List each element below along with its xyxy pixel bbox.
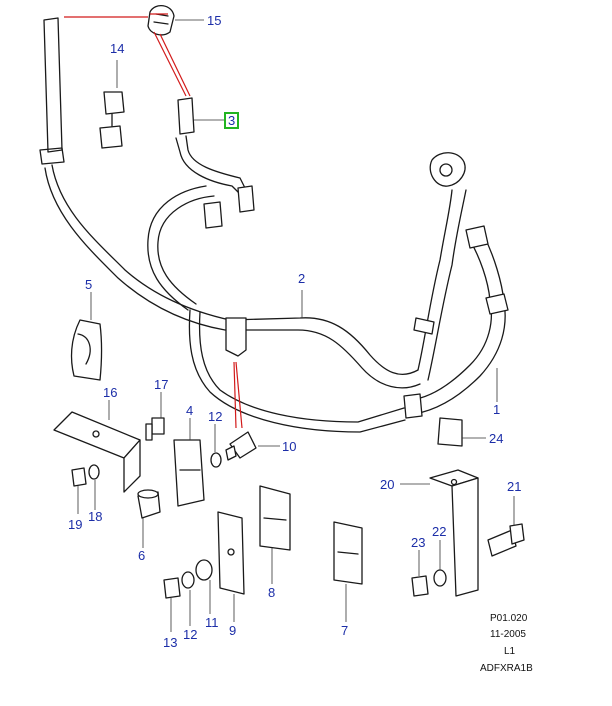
washer-11[interactable] [195,559,213,581]
clip-14[interactable] [99,91,125,149]
callout-3-highlighted[interactable]: 3 [224,112,240,129]
leader-red-to-3 [153,31,187,97]
callout-19[interactable]: 19 [68,517,83,532]
nut-19[interactable] [71,467,87,487]
info-code: ADFXRA1B [480,663,533,674]
callout-12-bottom[interactable]: 12 [183,627,198,642]
callout-4[interactable]: 4 [186,403,194,418]
hose-assembly-2[interactable] [39,17,467,389]
callout-9[interactable]: 9 [229,623,237,638]
bolt-21[interactable] [487,523,525,557]
callout-2[interactable]: 2 [298,271,306,286]
bolt-10[interactable] [225,431,257,461]
bush-6[interactable] [137,489,161,519]
callout-13[interactable]: 13 [163,635,178,650]
callout-21[interactable]: 21 [507,479,522,494]
callout-23[interactable]: 23 [411,535,426,550]
callout-7[interactable]: 7 [341,623,349,638]
callout-17[interactable]: 17 [154,377,169,392]
callout-16[interactable]: 16 [103,385,118,400]
callout-12-top[interactable]: 12 [208,409,223,424]
hose-assembly-1[interactable] [188,225,509,433]
bracket-5[interactable] [70,319,103,381]
callout-5[interactable]: 5 [85,277,93,292]
info-ref: P01.020 [490,613,528,624]
callout-14[interactable]: 14 [110,41,125,56]
callout-18[interactable]: 18 [88,509,103,524]
callout-24[interactable]: 24 [489,431,504,446]
callout-15[interactable]: 15 [207,13,222,28]
washer-22[interactable] [433,569,447,587]
nut-13[interactable] [163,577,181,599]
bracket-20[interactable] [429,469,479,597]
nut-23[interactable] [411,575,429,597]
clip-24[interactable] [437,417,463,447]
leader-red-to-10b [233,361,237,429]
pipe-3[interactable] [147,97,255,311]
callout-10[interactable]: 10 [282,439,297,454]
washer-12-top[interactable] [210,452,222,468]
callout-8[interactable]: 8 [268,585,276,600]
callout-20[interactable]: 20 [380,477,395,492]
leader-red-to-3b [159,33,191,97]
bracket-7[interactable] [333,521,363,585]
washer-12-bottom[interactable] [181,571,195,589]
washer-18[interactable] [88,464,100,480]
clip-15[interactable] [147,5,175,36]
callout-6[interactable]: 6 [138,548,146,563]
callout-22[interactable]: 22 [432,524,447,539]
bracket-16[interactable] [53,411,141,493]
info-level: L1 [504,646,516,657]
callout-1[interactable]: 1 [493,402,501,417]
callout-11[interactable]: 11 [205,615,219,630]
leader-red-to-10a [235,361,243,429]
info-date: 11-2005 [490,629,526,640]
bracket-8[interactable] [259,485,291,551]
bolt-17[interactable] [145,417,165,441]
bracket-4[interactable] [173,439,205,507]
plate-9[interactable] [217,511,245,595]
